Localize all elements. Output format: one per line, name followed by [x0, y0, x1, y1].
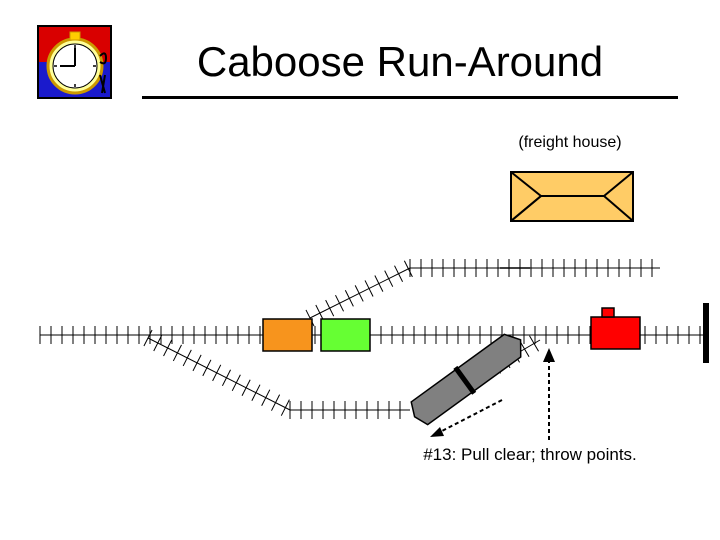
title-underline [142, 96, 678, 99]
freight-house-label: (freight house) [518, 134, 622, 151]
track-bumper [703, 303, 709, 363]
freight-house [510, 171, 634, 222]
slide-title: Caboose Run-Around [196, 38, 604, 85]
stopwatch-icon [37, 25, 112, 99]
lower-siding-track [289, 401, 410, 419]
boxcar-green [320, 318, 371, 352]
upper-lead-track [305, 260, 413, 327]
boxcar-orange [262, 318, 313, 352]
upper-siding-track [409, 259, 660, 277]
caboose [410, 333, 522, 426]
lower-lead-track [143, 329, 291, 416]
track-layout [39, 259, 705, 419]
move-arrow-down-left [430, 399, 503, 437]
step-note: #13: Pull clear; throw points. [423, 445, 637, 464]
locomotive-red [590, 307, 641, 350]
move-arrow-up [543, 348, 555, 440]
